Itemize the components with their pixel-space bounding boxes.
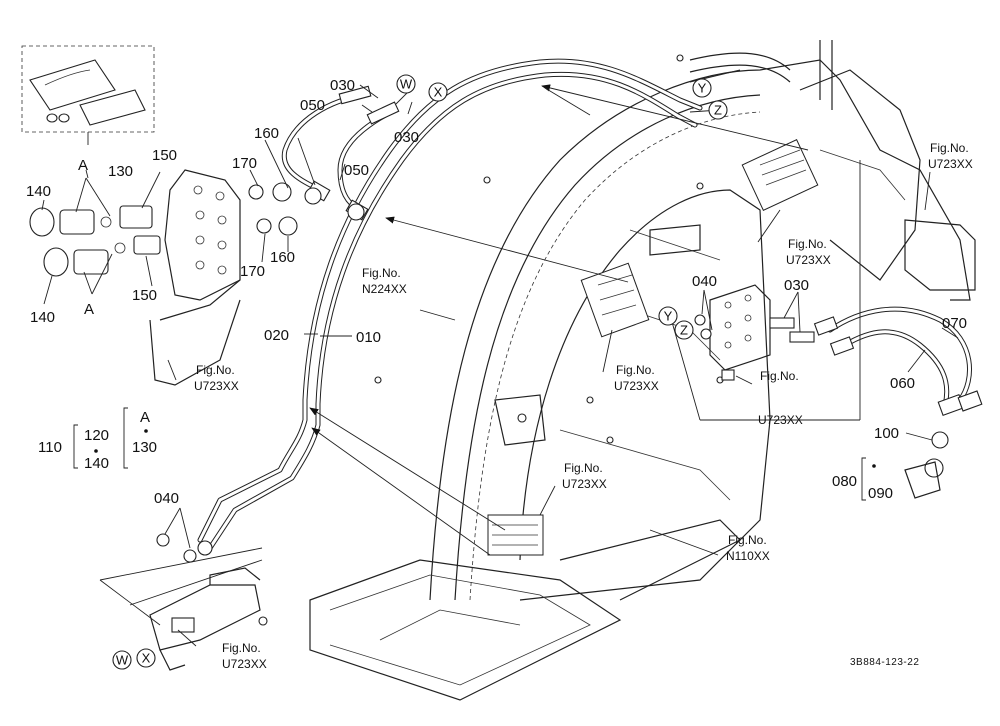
label-050-left: 050: [300, 97, 325, 114]
pipe-010-020: [197, 58, 703, 551]
label-130: 130: [108, 163, 133, 180]
fig-ref-u723-upper-l2: U723XX: [786, 253, 831, 267]
fig-ref-u723-center-l2: U723XX: [614, 379, 659, 393]
drawing-code: 3B884-123-22: [850, 657, 919, 668]
hoses-060-070: [813, 306, 983, 417]
figure-references: Fig.No. U723XX Fig.No. U723XX Fig.No. N2…: [194, 141, 973, 671]
label-030-mid: 030: [394, 129, 419, 146]
fig-ref-n110-l2: N110XX: [726, 549, 770, 563]
fig-ref-u723-center-l1: Fig.No.: [616, 363, 655, 377]
fender-structure: [258, 40, 976, 701]
label-170-top: 170: [232, 155, 257, 172]
fig-ref-u723-left-l1: Fig.No.: [196, 363, 235, 377]
leader-lines: [41, 69, 959, 647]
label-010: 010: [356, 329, 381, 346]
svg-text:W: W: [400, 77, 413, 92]
label-140-bot: 140: [30, 309, 55, 326]
mark-y-mid: Y: [658, 306, 678, 326]
label-170-bot: 170: [240, 263, 265, 280]
label-150-top: 150: [152, 147, 177, 164]
svg-text:Z: Z: [714, 103, 722, 118]
label-110: 110: [38, 439, 62, 456]
fig-ref-n224-l1: Fig.No.: [362, 266, 401, 280]
fig-ref-u723-topright-l2: U723XX: [928, 157, 973, 171]
service-kit-box: [21, 45, 155, 133]
svg-text:X: X: [142, 651, 151, 666]
label-030-right: 030: [784, 277, 809, 294]
fig-ref-u723-lower-l1: Fig.No.: [564, 461, 603, 475]
label-140-group: 140: [84, 455, 109, 472]
mark-z-mid: Z: [674, 320, 694, 340]
label-040-left: 040: [154, 490, 179, 507]
left-coupler-plate: [29, 169, 365, 386]
label-130-group: 130: [132, 439, 157, 456]
hoses-050: [281, 85, 400, 221]
mark-y-top: Y: [692, 78, 712, 98]
label-060: 060: [890, 375, 915, 392]
label-100: 100: [874, 425, 899, 442]
fig-ref-u723-topright-l1: Fig.No.: [930, 141, 969, 155]
mark-x-top: X: [428, 82, 448, 102]
label-050-right: 050: [344, 162, 369, 179]
svg-text:X: X: [434, 85, 443, 100]
label-a-group: A: [140, 409, 150, 426]
bottom-bracket: [149, 533, 261, 671]
fig-ref-u723-bottom-l2: U723XX: [222, 657, 267, 671]
label-030-top: 030: [330, 77, 355, 94]
mark-x-bot: X: [136, 648, 156, 668]
part-number-labels: 030 050 030 160 050 170 150 140 A 130 16…: [26, 77, 967, 507]
right-coupler-plate: [694, 284, 949, 499]
fig-ref-u723-upper-l1: Fig.No.: [788, 237, 827, 251]
label-a-bot: A: [84, 301, 94, 318]
svg-text:Z: Z: [680, 323, 688, 338]
label-140-top: 140: [26, 183, 51, 200]
mark-z-top: Z: [708, 100, 728, 120]
label-070: 070: [942, 315, 967, 332]
label-080: 080: [832, 473, 857, 490]
label-040-right: 040: [692, 273, 717, 290]
reference-arrows: [309, 84, 809, 556]
fig-ref-u723-plate-l2: U723XX: [758, 413, 803, 427]
letter-marks: W X Y Z Y Z W X: [112, 74, 728, 670]
svg-text:Y: Y: [698, 81, 707, 96]
fig-ref-u723-lower-l2: U723XX: [562, 477, 607, 491]
fig-ref-n110-l1: Fig.No.: [728, 533, 767, 547]
label-a-top: A: [78, 157, 88, 174]
mark-w-bot: W: [112, 650, 132, 670]
label-020: 020: [264, 327, 289, 344]
fig-ref-u723-bottom-l1: Fig.No.: [222, 641, 261, 655]
label-160-bot: 160: [270, 249, 295, 266]
svg-text:W: W: [116, 653, 129, 668]
mark-w-top: W: [396, 74, 416, 94]
fig-ref-u723-plate-l1: Fig.No.: [760, 369, 799, 383]
fig-ref-n224-l2: N224XX: [362, 282, 407, 296]
label-150-bot: 150: [132, 287, 157, 304]
label-160-top: 160: [254, 125, 279, 142]
svg-text:Y: Y: [664, 309, 673, 324]
label-090: 090: [868, 485, 893, 502]
label-120: 120: [84, 427, 109, 444]
fig-ref-u723-left-l2: U723XX: [194, 379, 239, 393]
